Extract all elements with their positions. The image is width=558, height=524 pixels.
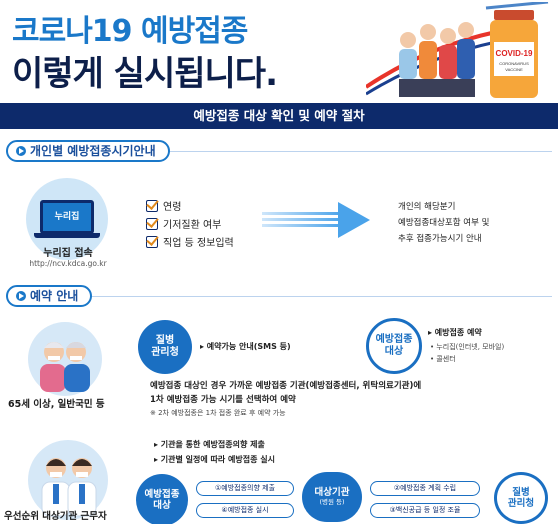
arrow-right-icon [262,202,370,238]
section-title: 예약 안내 [30,289,79,303]
reserve-callcenter: • 콜센터 [430,355,456,363]
kdca-agency-circle: 질병 관리청 [138,320,192,374]
general-caption: 65세 이상, 일반국민 등 [8,399,105,410]
section-pill: 개인별 예방접종시기안내 [6,140,170,162]
checklist-item: 연령 [146,198,181,213]
result-line: 예방접종대상포함 여부 및 [398,218,490,228]
play-icon [16,291,26,301]
reservation-desc-1: 예방접종 대상인 경우 가까운 예방접종 기관(예방접종센터, 위탁의료기관)에 [150,381,422,391]
checklist-item: 기저질환 여부 [146,216,221,231]
institution-sub: (병원 등) [319,497,345,506]
site-label: 누리집 접속 [43,248,93,259]
institution-circle: 대상기관 (병원 등) [302,472,362,522]
laptop-base [34,233,100,238]
checklist-item: 직업 등 정보입력 [146,234,234,249]
priority-agency-circle: 질병 관리청 [494,472,548,524]
institution-label: 대상기관 [314,487,350,499]
target-person-circle: 예방접종 대상 [366,318,422,374]
priority-target-circle: 예방접종 대상 [136,474,188,524]
laptop-icon: 누리집 [40,200,94,234]
vial-sub1: CORONAVIRUS [499,61,529,66]
vial-label: COVID-19 [496,49,533,58]
page-title-line1: 코로나19 예방접종 [12,14,248,49]
flow-step-3: ③백신공급 등 일정 조율 [370,503,480,518]
checkbox-icon [146,235,158,248]
priority-bullet-2: ▸ 기관별 일정에 따라 예방접종 실시 [154,455,275,464]
section-title: 개인별 예방접종시기안내 [30,144,156,158]
result-line: 개인의 해당분기 [398,202,456,212]
vial-cap [494,10,534,20]
section-schedule-header: 개인별 예방접종시기안내 [6,140,552,164]
medical-worker-illustration [28,440,108,520]
site-name: 누리집 [54,212,80,222]
reserve-online: • 누리집(인터넷, 모바일) [430,343,505,351]
section-pill: 예약 안내 [6,285,93,307]
checkbox-icon [146,217,158,230]
elderly-illustration [28,322,102,396]
reserve-title: ▸ 예방접종 예약 [428,328,482,337]
flow-step-1: ①예방접종의향 제출 [196,481,294,496]
priority-bullet-1: ▸ 기관을 통한 예방접종의향 제출 [154,440,265,449]
section-divider [6,296,552,297]
procedure-banner: 예방접종 대상 확인 및 예약 절차 [0,103,558,129]
reservation-desc-2: 1차 예방접종 가능 시기를 선택하여 예약 [150,395,296,405]
section-divider [6,151,552,152]
checkbox-icon [146,199,158,212]
vial-sub2: VACCINE [505,67,523,72]
sms-notice: ▸ 예약가능 안내(SMS 등) [200,342,291,351]
elderly-couple-icon [40,342,90,392]
medical-workers-icon [41,458,97,517]
section-reservation-header: 예약 안내 [6,285,552,309]
flow-step-4: ④예방접종 실시 [196,503,294,518]
flow-step-2: ②예방접종 계획 수립 [370,481,480,496]
second-dose-note: ※ 2차 예방접종은 1차 접종 완료 후 예약 가능 [150,409,286,417]
result-line: 추후 접종가능시기 안내 [398,234,482,244]
page-title-line2: 이렇게 실시됩니다. [12,54,278,94]
priority-caption: 우선순위 대상기관 근무자 [4,511,107,522]
site-url[interactable]: http://ncv.kdca.go.kr [29,259,107,268]
hero-illustration: COVID-19 CORONAVIRUS VACCINE [366,2,549,98]
play-icon [16,146,26,156]
